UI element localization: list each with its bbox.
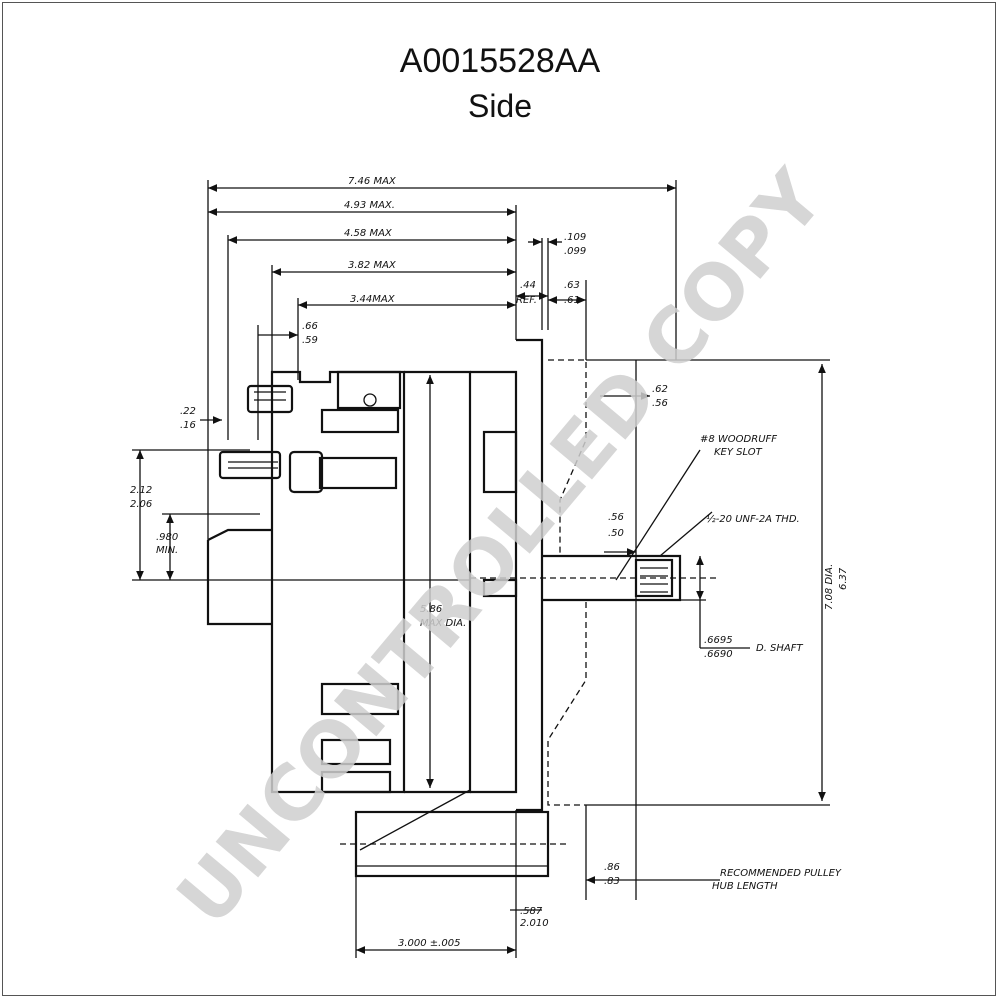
pulley-label-2: HUB LENGTH (712, 881, 778, 892)
dim-493: 4.93 MAX. (344, 200, 395, 211)
dim-56: .56 (652, 398, 668, 409)
horizontal-dimensions (207, 180, 677, 760)
vertical-dimensions-left (132, 416, 470, 581)
dim-overall-max: 7.46 MAX (348, 176, 397, 187)
dim-61: .61 (564, 295, 580, 306)
dim-62: .62 (652, 384, 668, 395)
shaft-label: D. SHAFT (756, 643, 804, 654)
dim-6695: .6695 (704, 635, 733, 646)
dim-099: .099 (564, 246, 586, 257)
dim-22: .22 (180, 406, 196, 417)
uncontrolled-copy-watermark: UNCONTROLLED COPY (160, 153, 842, 942)
dim-212: 2.12 (130, 485, 152, 496)
dim-ref: REF. (516, 295, 537, 306)
part-number-title: A0015528AA (399, 42, 601, 80)
dim-382: 3.82 MAX (348, 260, 397, 271)
dim-44: .44 (520, 280, 536, 291)
dim-980: .980 (156, 532, 178, 543)
dim-59: .59 (302, 335, 318, 346)
dim-min: MIN. (156, 545, 178, 556)
woodruff-label-1: #8 WOODRUFF (700, 434, 777, 445)
view-subtitle: Side (467, 88, 533, 124)
dim-587: .587 (520, 906, 543, 917)
dim-458: 4.58 MAX (344, 228, 393, 239)
dim-3000: 3.000 ±.005 (398, 938, 460, 949)
dim-max-dia: MAX DIA. (420, 618, 466, 629)
dim-344: 3.44MAX (350, 294, 396, 305)
dim-6690: .6690 (704, 649, 733, 660)
dim-2010: 2.010 (520, 918, 549, 929)
alternator-body (206, 338, 830, 958)
dim-708-dia: 7.08 DIA. (824, 564, 835, 610)
dim-16: .16 (180, 420, 196, 431)
dim-206: 2.06 (130, 499, 152, 510)
thread-label: ½-20 UNF-2A THD. (706, 513, 800, 525)
dim-86: .86 (604, 862, 620, 873)
dim-66: .66 (302, 321, 318, 332)
dim-50: .50 (608, 528, 624, 539)
dim-637: 6.37 (838, 567, 849, 590)
woodruff-label-2: KEY SLOT (714, 447, 763, 458)
dim-83: .83 (604, 876, 620, 887)
dim-109: .109 (564, 232, 586, 243)
dim-56b: .56 (608, 512, 624, 523)
dim-63: .63 (564, 280, 580, 291)
pulley-label-1: RECOMMENDED PULLEY (720, 868, 842, 879)
